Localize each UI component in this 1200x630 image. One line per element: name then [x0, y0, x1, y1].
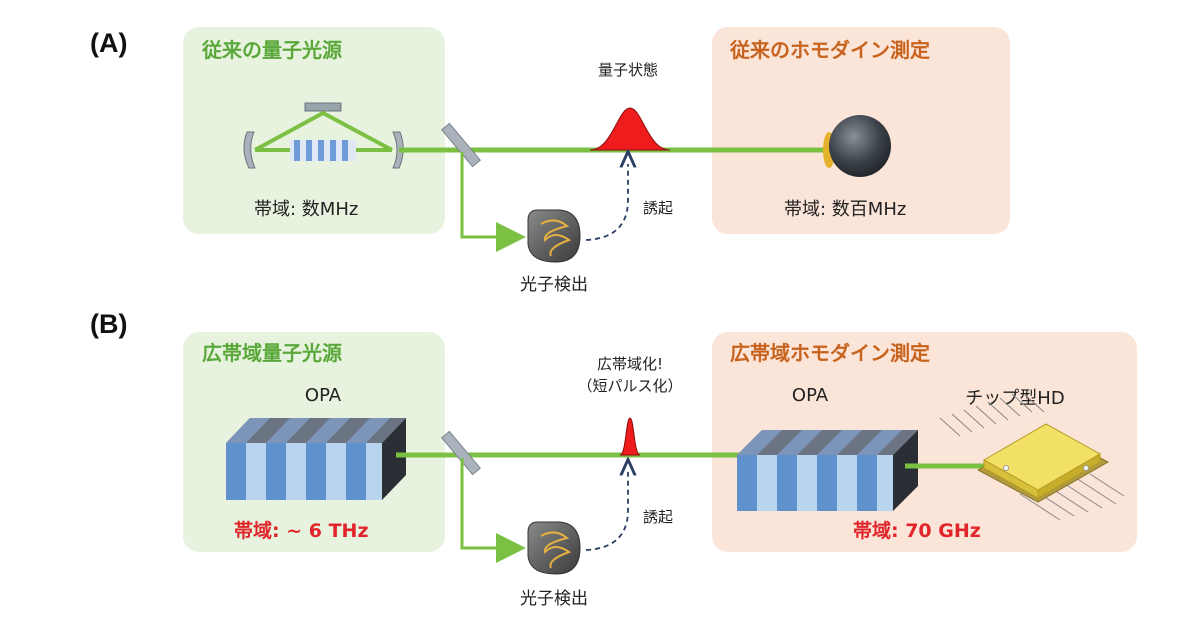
panel-b-detector-label: 光子検出 — [520, 589, 588, 609]
panel-b-state-label-2: （短パルス化） — [577, 377, 682, 395]
panel-a-quantum-pulse — [589, 107, 671, 151]
panel-a-photon-detector — [527, 209, 581, 263]
chip-homodyne-detector — [939, 393, 1125, 521]
panel-b-label: (B) — [90, 309, 127, 339]
panel-a-source-band: 帯域: 数MHz — [254, 199, 358, 220]
cavity-top-mirror — [304, 102, 342, 112]
panel-b-trigger-label: 誘起 — [643, 508, 673, 526]
panel-b-photon-detector — [527, 521, 581, 575]
panel-b-trigger-arrow — [585, 472, 628, 551]
panel-b-homodyne-opa-label: OPA — [792, 385, 829, 406]
panel-b-source-opa-block — [226, 418, 406, 500]
panel-a-beam-splitter — [441, 122, 481, 168]
cavity-right-mirror — [392, 131, 404, 169]
panel-a-source-box — [183, 27, 445, 234]
panel-a-branch-beam — [460, 152, 526, 252]
panel-a-trigger-arrow — [585, 164, 628, 241]
panel-a-detector-label: 光子検出 — [520, 275, 588, 295]
panel-b-source-band: 帯域: ~ 6 THz — [234, 519, 369, 542]
panel-b-homodyne-opa-block — [737, 430, 918, 511]
panel-a-label: (A) — [90, 28, 127, 58]
panel-b-short-pulse — [619, 417, 641, 456]
panel-b-homodyne-band: 帯域: 70 GHz — [853, 519, 981, 542]
panel-a-trigger-label: 誘起 — [643, 199, 673, 217]
cavity-left-mirror — [243, 131, 256, 169]
panel-b-state-label-1: 広帯域化! — [597, 355, 663, 373]
homodyne-detector-ball — [829, 115, 891, 177]
panel-a-homodyne-title: 従来のホモダイン測定 — [729, 38, 930, 62]
panel-a-homodyne-band: 帯域: 数百MHz — [784, 199, 906, 220]
panel-b-homodyne-title: 広帯域ホモダイン測定 — [730, 341, 930, 365]
panel-b-source-title: 広帯域量子光源 — [202, 341, 342, 365]
cavity-diagram — [243, 102, 404, 169]
cavity-beam-top — [254, 110, 393, 152]
panel-b-branch-beam — [460, 458, 526, 563]
panel-a-state-label: 量子状態 — [598, 61, 658, 79]
panel-a-source-title: 従来の量子光源 — [201, 38, 342, 62]
panel-b-beam-splitter — [441, 430, 481, 476]
chip-label: チップ型HD — [965, 388, 1064, 409]
panel-b-source-opa-label: OPA — [305, 385, 342, 406]
